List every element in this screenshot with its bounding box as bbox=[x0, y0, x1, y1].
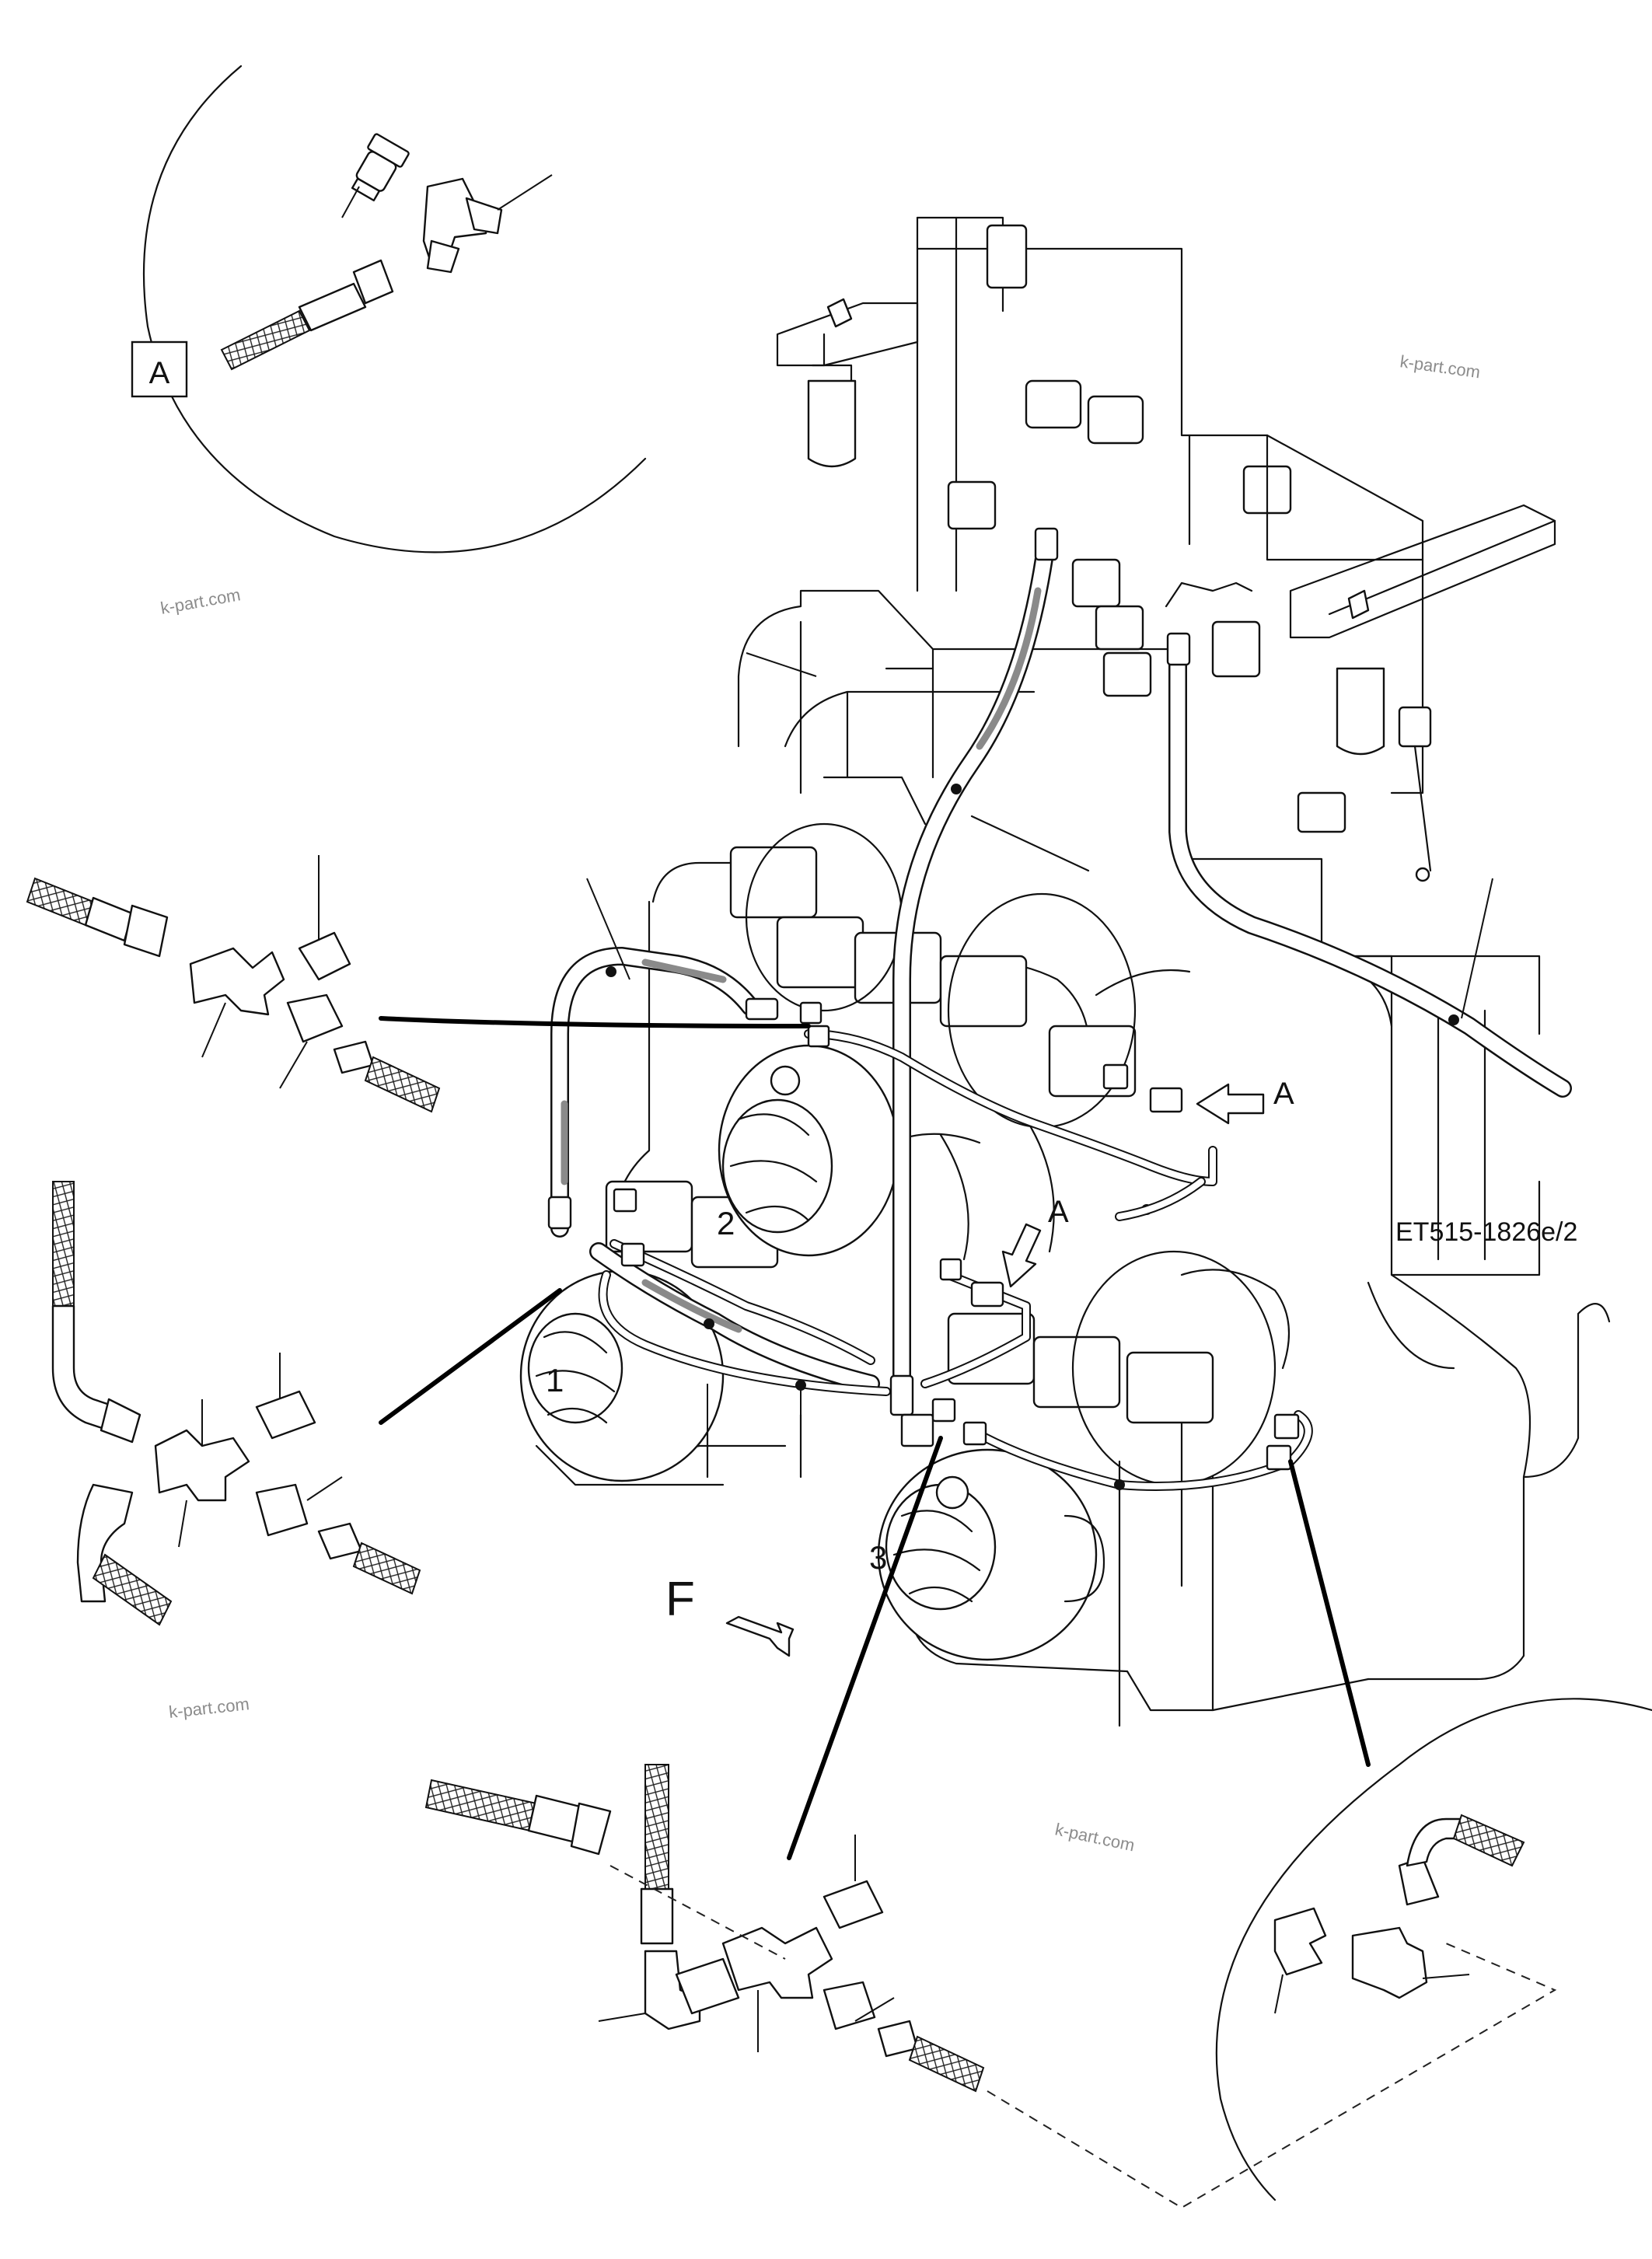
elbow-detail-right bbox=[1215, 1698, 1652, 2201]
pump-2 bbox=[718, 1044, 899, 1257]
watermark-3: k-part.com bbox=[168, 1694, 250, 1722]
view-arrow-label-right: A bbox=[1273, 1077, 1294, 1111]
callout-2: 2 bbox=[717, 1205, 735, 1241]
callout-1: 1 bbox=[546, 1362, 564, 1398]
view-arrows bbox=[725, 1083, 1265, 1657]
leader-lines bbox=[586, 652, 1493, 1726]
drawing-code: ET515-1826e/2 bbox=[1395, 1217, 1577, 1247]
hose-left-loop bbox=[547, 947, 779, 1238]
pipe-long-right bbox=[804, 1029, 1217, 1221]
detail-a-label: A bbox=[149, 356, 170, 390]
watermark-4: k-part.com bbox=[1053, 1819, 1137, 1855]
detail-a-label-box bbox=[131, 340, 188, 398]
watermark-2: k-part.com bbox=[159, 585, 243, 618]
cross-detail-bottom bbox=[424, 1764, 1557, 2209]
tee-detail-left bbox=[26, 855, 441, 1113]
cross-detail-left bbox=[51, 1181, 421, 1626]
valve-frame bbox=[776, 216, 1556, 882]
view-direction-label: F bbox=[665, 1573, 695, 1626]
hose-right-drain bbox=[1165, 581, 1572, 1098]
detail-a: A bbox=[131, 65, 647, 553]
pump-3 bbox=[877, 1448, 1105, 1661]
watermark-1: k-part.com bbox=[1399, 351, 1481, 382]
hose-lower-bundle bbox=[589, 1239, 891, 1396]
hose-main-vertical bbox=[889, 527, 1059, 1416]
view-arrow-label-middle: A bbox=[1048, 1195, 1069, 1229]
callout-3: 3 bbox=[869, 1539, 887, 1576]
pipe-a-lower bbox=[920, 1270, 1031, 1388]
pipe-lower-right bbox=[967, 1410, 1313, 1491]
hose-fittings bbox=[613, 1001, 1300, 1471]
pointer-lines bbox=[379, 1016, 1371, 1860]
labels: 1 2 3 A A F ET515-1826e/2 bbox=[546, 1077, 1577, 1626]
